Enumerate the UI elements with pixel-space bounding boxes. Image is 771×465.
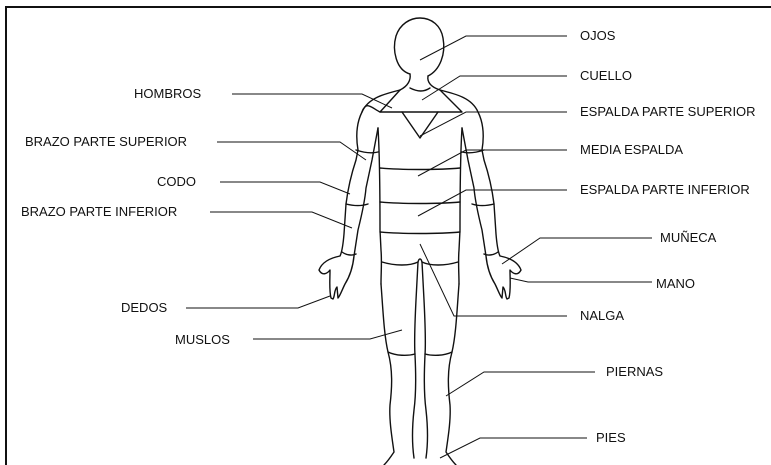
band-elbow-r [472,204,494,206]
label-brazo-superior: BRAZO PARTE SUPERIOR [25,135,187,149]
torso-left [378,128,381,284]
leader-piernas [446,372,595,396]
band-waist-bot [380,232,460,234]
label-espalda-superior: ESPALDA PARTE SUPERIOR [580,105,771,119]
label-muslos: MUSLOS [175,333,230,347]
band-knee-r [425,352,452,355]
leg-left-inner [413,262,419,458]
label-codo: CODO [157,175,196,189]
label-mano: MANO [656,277,695,291]
head-outline [395,18,444,76]
label-hombros: HOMBROS [134,87,201,101]
leg-right-outer [446,284,459,465]
leader-mano [510,278,652,282]
neck-left [400,74,410,90]
leader-cuello [422,76,567,100]
leader-media-espalda [418,150,567,176]
label-dedos: DEDOS [121,301,167,315]
leader-brazo-superior [217,142,366,160]
leader-pies [440,438,587,458]
band-waist-top [380,202,460,204]
leader-espalda-superior [420,112,567,136]
label-piernas: PIERNAS [606,365,663,379]
leg-left-outer [381,284,394,465]
label-brazo-inferior: BRAZO PARTE INFERIOR [21,205,177,219]
label-nalga: NALGA [580,309,624,323]
leg-right-inner [422,262,428,458]
leader-brazo-inferior [210,212,352,228]
label-muneca: MUÑECA [660,231,716,245]
band-elbow-l [346,204,368,206]
torso-right [459,128,462,284]
label-ojos: OJOS [580,29,615,43]
label-espalda-inferior: ESPALDA PARTE INFERIOR [580,183,750,197]
label-pies: PIES [596,431,626,445]
leader-muslos [253,330,402,339]
shoulder-left-line [362,106,380,112]
band-hip [382,262,458,265]
leader-dedos [186,296,330,308]
band-knee-l [388,352,415,355]
leader-muneca [502,238,652,264]
label-media-espalda: MEDIA ESPALDA [580,143,683,157]
neck-base [410,88,430,91]
band-upper-arm-l [356,150,378,153]
body-left-outline [319,90,400,299]
leader-codo [220,182,350,194]
body-right-outline [440,90,521,299]
label-cuello: CUELLO [580,69,632,83]
crotch [418,259,422,262]
upperback-v [402,112,438,138]
band-chest [380,168,460,170]
